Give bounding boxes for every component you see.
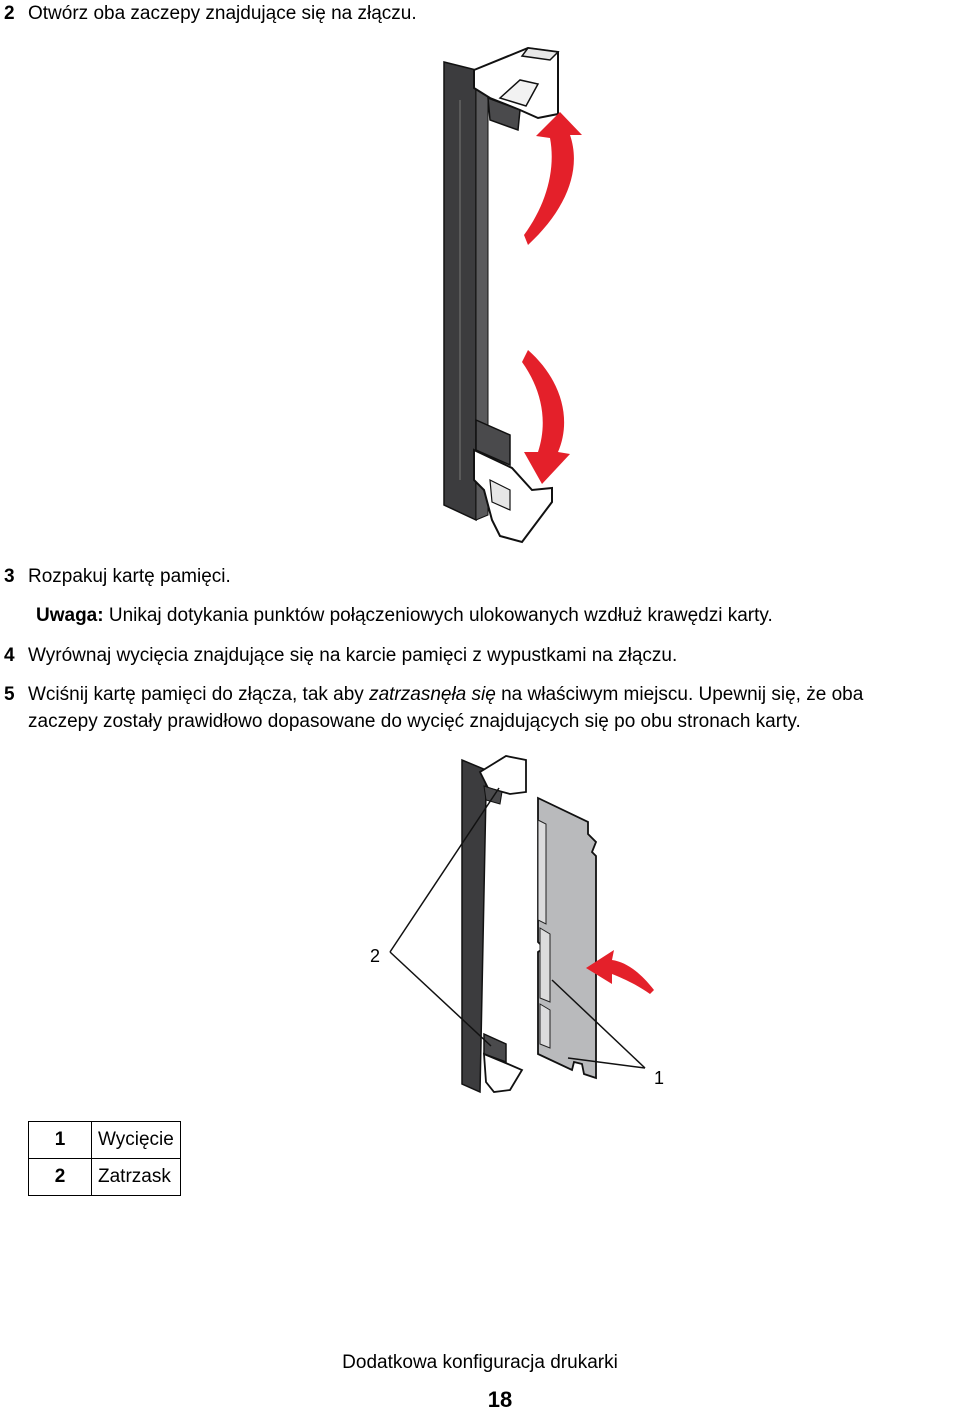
red-arrow-down-icon	[522, 350, 570, 484]
figure-insert-card: 2 1	[370, 755, 664, 1094]
step-text-italic: zatrzasnęła się	[369, 684, 496, 705]
step-text: Otwórz oba zaczepy znajdujące się na złą…	[28, 3, 417, 24]
step-4: 4 Wyrównaj wycięcia znajdujące się na kar…	[4, 642, 677, 669]
legend-label: Zatrzask	[91, 1158, 181, 1196]
page-number: 18	[487, 1387, 513, 1412]
step-5: 5 Wciśnij kartę pamięci do złącza, tak ab…	[4, 681, 863, 708]
step-3: 3 Rozpakuj kartę pamięci.	[4, 563, 231, 590]
step-text: Wyrównaj wycięcia znajdujące się na karc…	[28, 645, 678, 666]
legend-number: 2	[28, 1158, 92, 1196]
note-text: Unikaj dotykania punktów połączeniowych …	[103, 605, 773, 626]
red-arrow-up-icon	[524, 112, 582, 245]
legend-table: 1 Wycięcie 2 Zatrzask	[28, 1121, 181, 1196]
note: Uwaga: Unikaj dotykania punktów połączen…	[36, 602, 773, 629]
step-number: 3	[4, 566, 15, 587]
step-number: 5	[4, 684, 15, 705]
step-text: Wciśnij kartę pamięci do złącza, tak aby	[28, 684, 370, 705]
table-row: 1 Wycięcie	[28, 1121, 181, 1159]
callout-latch: 2	[370, 946, 380, 966]
step-number: 4	[4, 645, 15, 666]
red-arrow-left-icon	[586, 950, 654, 994]
step-text: Rozpakuj kartę pamięci.	[28, 566, 231, 587]
legend-number: 1	[28, 1121, 92, 1159]
note-label: Uwaga:	[36, 605, 104, 626]
bottom-latch-icon	[482, 1052, 524, 1093]
callout-notch: 1	[654, 1068, 664, 1088]
figure-open-latches	[443, 46, 582, 544]
legend-label: Wycięcie	[91, 1121, 181, 1159]
table-row: 2 Zatrzask	[28, 1158, 181, 1196]
bottom-latch-icon	[473, 448, 553, 544]
step-number: 2	[4, 3, 15, 24]
step-5-line-2: zaczepy zostały prawidłowo dopasowane do…	[28, 711, 801, 732]
step-2: 2 Otwórz oba zaczepy znajdujące się na zł…	[4, 0, 417, 27]
step-text-after: na właściwym miejscu. Upewnij się, że ob…	[495, 684, 864, 705]
footer-title: Dodatkowa konfiguracja drukarki	[342, 1352, 618, 1373]
